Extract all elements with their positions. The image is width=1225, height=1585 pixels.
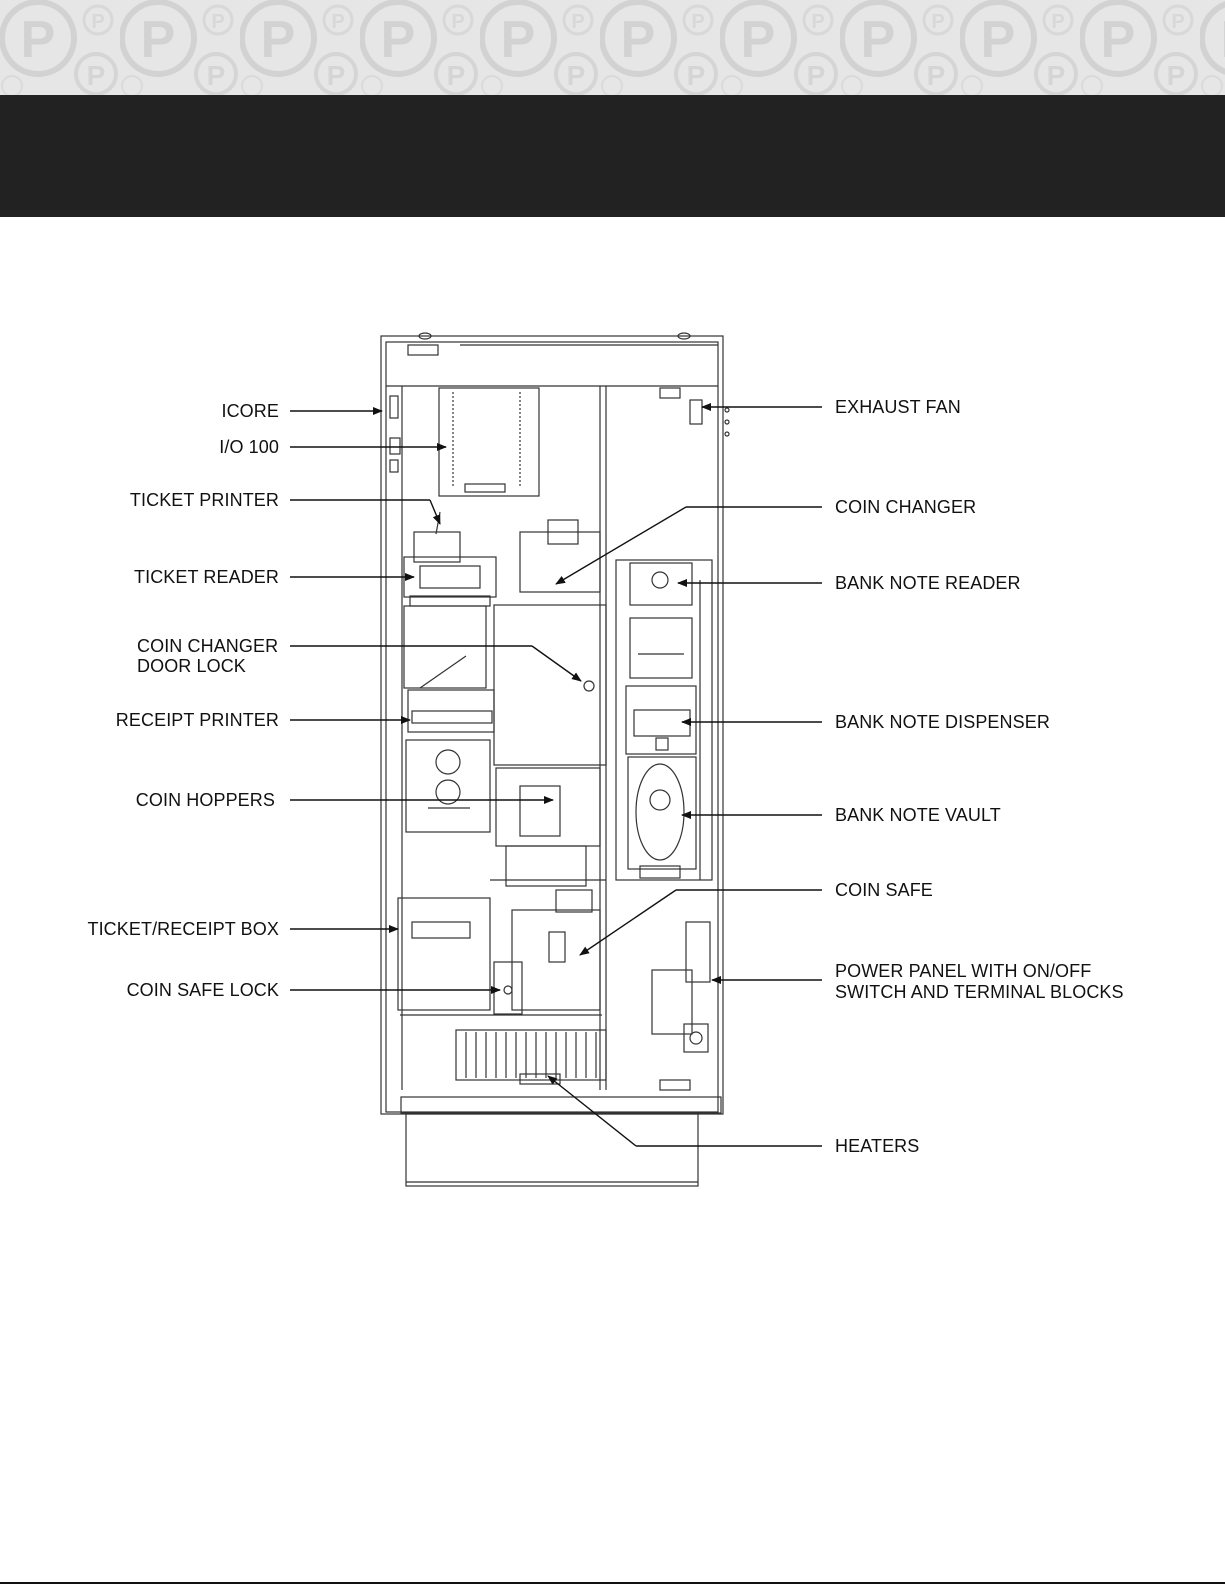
label-bank-note-vault: BANK NOTE VAULT [835, 805, 1001, 825]
label-coin-changer-door-lock-line1: COIN CHANGER [137, 636, 278, 656]
label-receipt-printer: RECEIPT PRINTER [116, 710, 279, 730]
cabinet-outline [381, 333, 729, 1186]
label-coin-changer: COIN CHANGER [835, 497, 976, 517]
label-ticket-reader: TICKET READER [134, 567, 279, 587]
header-band [0, 95, 1225, 217]
header-logo-pattern: P P P [0, 0, 1225, 95]
footer-rule [0, 1582, 1225, 1584]
label-io100: I/O 100 [219, 437, 279, 457]
label-bank-note-reader: BANK NOTE READER [835, 573, 1021, 593]
label-coin-changer-door-lock-line2: DOOR LOCK [137, 656, 246, 676]
label-coin-safe: COIN SAFE [835, 880, 933, 900]
label-coin-safe-lock: COIN SAFE LOCK [127, 980, 279, 1000]
label-coin-hoppers: COIN HOPPERS [136, 790, 275, 810]
label-exhaust-fan: EXHAUST FAN [835, 397, 961, 417]
label-power-panel-line1: POWER PANEL WITH ON/OFF [835, 961, 1091, 981]
kiosk-interior-diagram [0, 217, 1225, 1585]
label-power-panel-line2: SWITCH AND TERMINAL BLOCKS [835, 982, 1124, 1002]
label-ticket-printer: TICKET PRINTER [130, 490, 279, 510]
label-ticket-receipt-box: TICKET/RECEIPT BOX [87, 919, 279, 939]
label-heaters: HEATERS [835, 1136, 919, 1156]
label-bank-note-dispenser: BANK NOTE DISPENSER [835, 712, 1050, 732]
label-icore: ICORE [221, 401, 279, 421]
